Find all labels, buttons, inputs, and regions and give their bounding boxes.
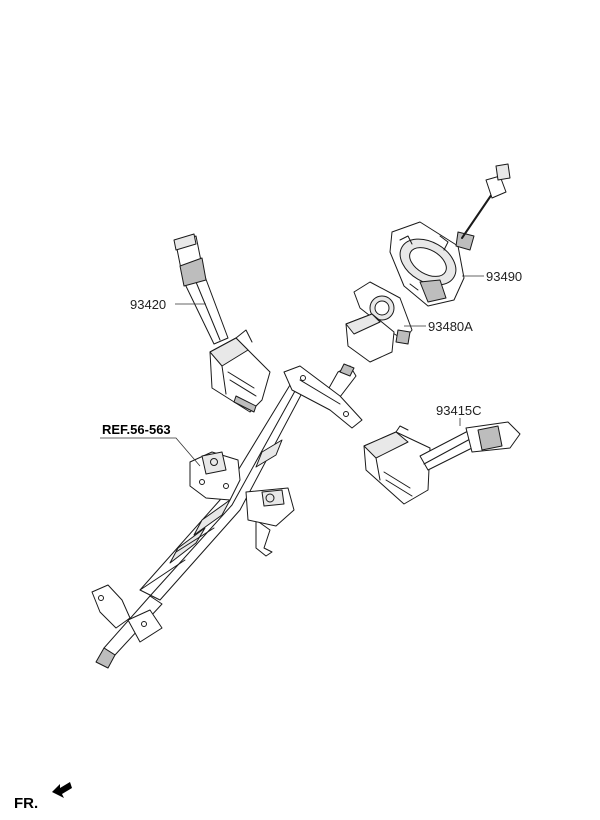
leader-lines [100,275,484,467]
arrow-icon [52,782,72,798]
part-93480A-sensor [345,281,413,363]
label-ref: REF.56-563 [102,422,171,437]
part-93420-light-switch [173,233,271,413]
part-93415C-wiper-switch [363,421,521,505]
label-93420: 93420 [130,297,166,312]
steering-column [91,363,363,669]
fr-label: FR. [14,795,38,812]
part-93490-clock-spring [389,163,511,307]
front-direction-indicator: FR. [14,782,72,812]
label-93415C: 93415C [436,403,482,418]
label-93480A: 93480A [428,319,473,334]
label-93490: 93490 [486,269,522,284]
